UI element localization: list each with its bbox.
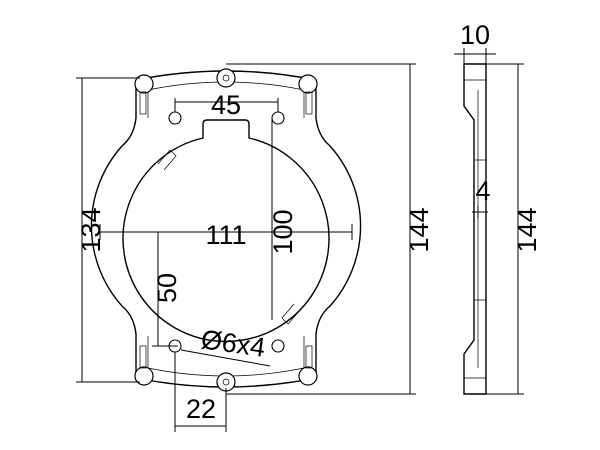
bayonet-slot-right (281, 303, 301, 325)
boss-bottom-left (134, 366, 154, 386)
boss-top-right (298, 74, 318, 94)
clip-top-right (305, 91, 313, 115)
dim-111: 111 (205, 220, 246, 250)
central-opening (122, 119, 330, 343)
side-profile (463, 63, 487, 395)
mount-hole-top-left (168, 111, 182, 125)
dim-10: 10 (460, 20, 490, 50)
clip-bottom-left (139, 345, 147, 369)
dim-22: 22 (186, 394, 216, 424)
dim-144-side: 144 (512, 207, 542, 252)
mount-hole-top-right (271, 111, 285, 125)
boss-top-center-bore (222, 74, 230, 82)
mount-hole-bottom-right (271, 339, 285, 353)
dim-45: 45 (211, 90, 241, 120)
dim-50: 50 (152, 273, 182, 303)
clip-top-left (139, 91, 147, 115)
boss-bottom-center-bore (222, 378, 230, 386)
front-view (90, 68, 362, 392)
boss-bottom-right (298, 366, 318, 386)
boss-top-left (134, 74, 154, 94)
bayonet-slot-left (157, 149, 177, 171)
boss-top-center (216, 68, 236, 88)
front-dimension-lines (76, 63, 416, 432)
dim-144-front: 144 (404, 207, 434, 252)
dim-100: 100 (268, 209, 298, 254)
side-view (454, 48, 524, 395)
clip-bottom-right (305, 345, 313, 369)
dim-4: 4 (475, 176, 490, 206)
dim-134: 134 (76, 207, 106, 252)
